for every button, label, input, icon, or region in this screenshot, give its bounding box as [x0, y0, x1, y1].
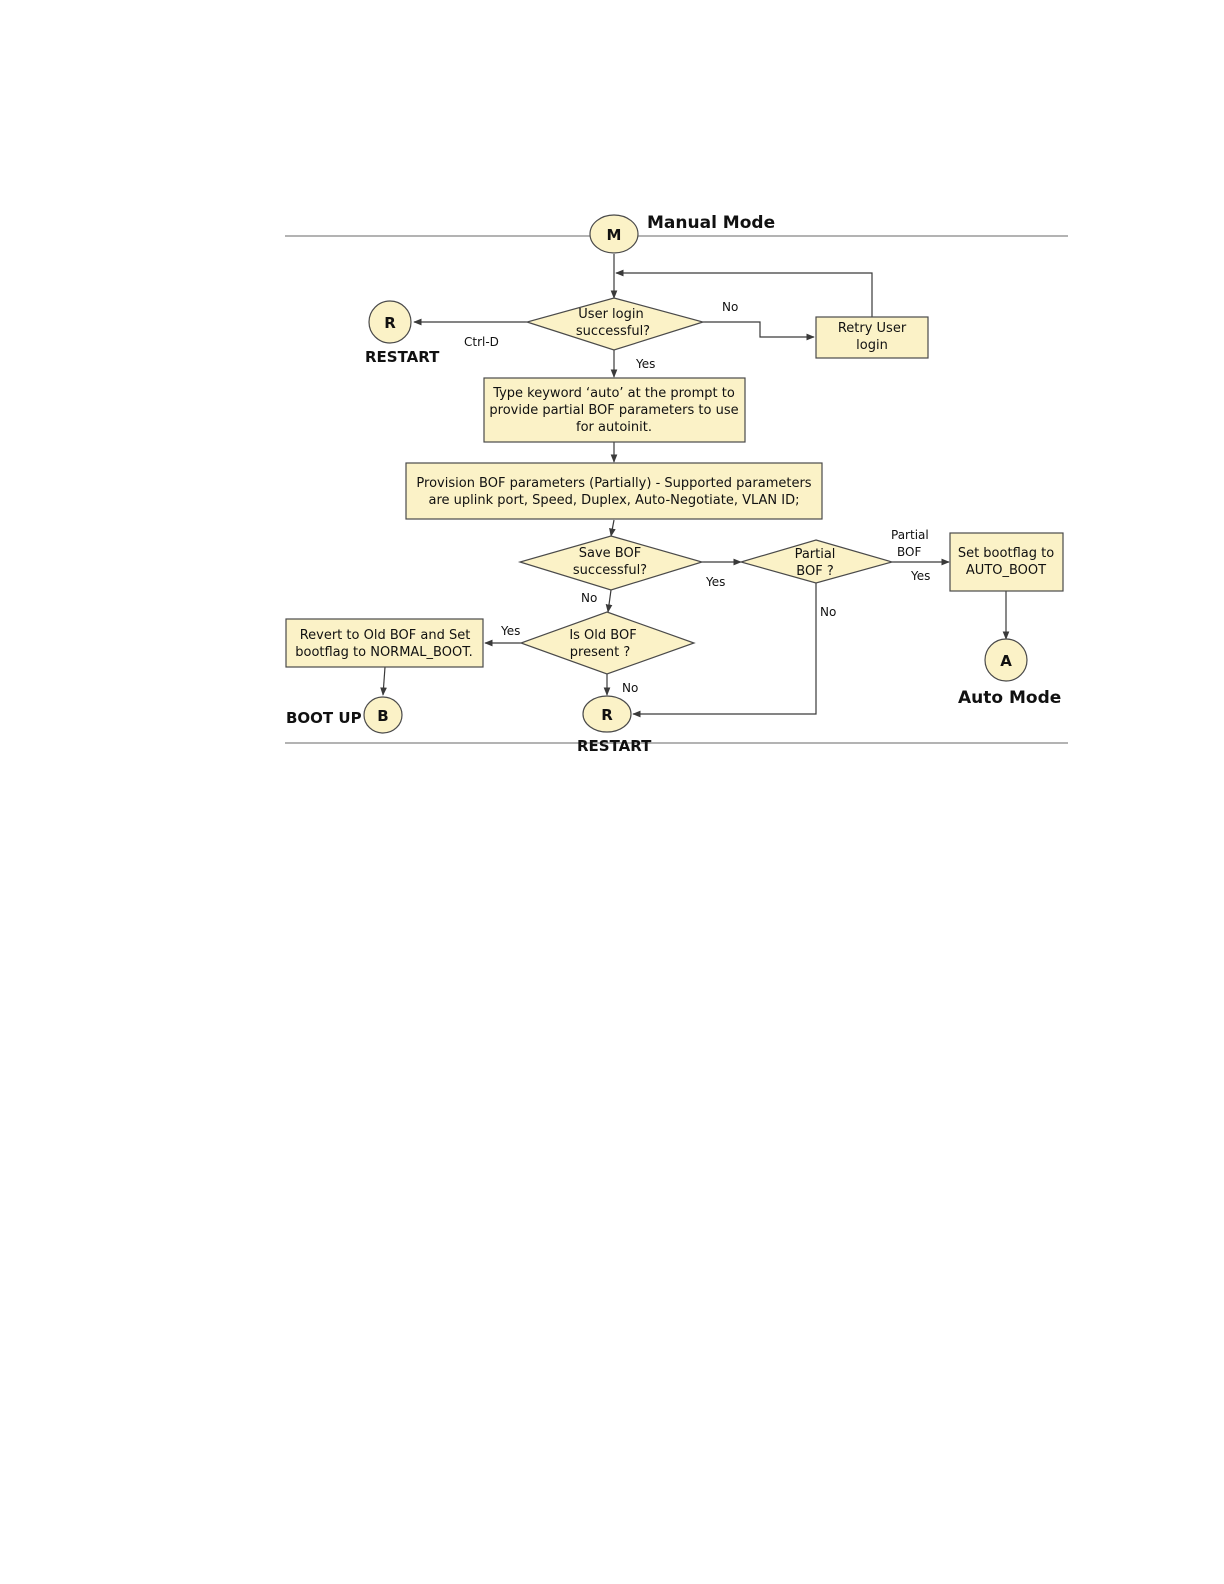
connector-r-bottom: R: [582, 695, 632, 733]
decision-login-line-2: successful?: [576, 324, 650, 339]
decision-old-bof: Is Old BOF present ?: [519, 611, 696, 675]
auto-mode-heading: Auto Mode: [958, 688, 1061, 708]
connector-r-left-label: R: [384, 314, 396, 332]
edge-save-no-to-old-bof: [605, 589, 613, 613]
connector-a: A: [984, 638, 1028, 682]
decision-old-bof-line-2: present ?: [570, 645, 630, 660]
label-login-no: No: [722, 300, 738, 314]
decision-save-bof: Save BOF successful?: [517, 535, 705, 591]
decision-partial-bof: Partial BOF ?: [738, 539, 895, 584]
connector-b: B: [363, 696, 403, 734]
label-partial-no: No: [820, 605, 836, 619]
connector-m-label: M: [607, 226, 622, 244]
connector-r-left: R: [368, 300, 412, 344]
edge-revert-to-b: [380, 666, 387, 696]
label-save-no: No: [581, 591, 597, 605]
label-ctrl-d: Ctrl-D: [464, 335, 499, 349]
decision-save-bof-line-1: Save BOF: [579, 546, 641, 561]
decision-partial-bof-line-1: Partial: [795, 547, 836, 562]
restart-left-heading: RESTART: [365, 348, 440, 366]
process-retry-login: Retry User login: [815, 316, 929, 359]
process-keyword-line-3: for autoinit.: [576, 420, 652, 435]
edge-login-no-to-retry: [703, 321, 815, 341]
process-revert-line-1: Revert to Old BOF and Set: [300, 628, 471, 643]
edge-retry-loop-back: [615, 269, 873, 317]
process-provision-line-2: are uplink port, Speed, Duplex, Auto-Neg…: [428, 493, 799, 508]
edge-partial-no-to-restart: [632, 583, 817, 718]
process-revert-old-bof: Revert to Old BOF and Set bootflag to NO…: [285, 618, 484, 668]
connector-b-label: B: [377, 707, 388, 725]
process-bootflag-line-2: AUTO_BOOT: [966, 563, 1046, 578]
process-provision-bof: Provision BOF parameters (Partially) - S…: [405, 462, 823, 520]
label-login-yes: Yes: [635, 357, 655, 371]
decision-partial-bof-line-2: BOF ?: [796, 564, 833, 579]
label-partial-yes: Yes: [910, 569, 930, 583]
decision-save-bof-line-2: successful?: [573, 563, 647, 578]
decision-login: User login successful?: [524, 297, 706, 351]
connector-m: M: [589, 214, 639, 254]
process-retry-line-2: login: [856, 338, 888, 353]
manual-mode-heading: Manual Mode: [647, 213, 775, 233]
decision-login-line-1: User login: [578, 307, 643, 322]
label-old-no: No: [622, 681, 638, 695]
process-set-bootflag: Set bootflag to AUTO_BOOT: [949, 532, 1064, 592]
process-provision-line-1: Provision BOF parameters (Partially) - S…: [416, 476, 811, 491]
process-bootflag-line-1: Set bootflag to: [958, 546, 1054, 561]
edge-provision-to-save: [609, 519, 616, 537]
process-keyword-line-2: provide partial BOF parameters to use: [489, 403, 738, 418]
process-revert-line-2: bootflag to NORMAL_BOOT.: [295, 645, 473, 660]
label-partial-bof-line-2: BOF: [897, 545, 921, 559]
label-save-yes: Yes: [705, 575, 725, 589]
restart-bottom-heading: RESTART: [577, 737, 652, 755]
label-partial-bof-line-1: Partial: [891, 528, 929, 542]
connector-a-label: A: [1000, 652, 1012, 670]
connector-r-bottom-label: R: [601, 706, 613, 724]
boot-up-heading: BOOT UP: [286, 709, 362, 727]
decision-old-bof-line-1: Is Old BOF: [569, 628, 636, 643]
edges: [380, 254, 1010, 718]
process-type-keyword: Type keyword ‘auto’ at the prompt to pro…: [483, 377, 746, 443]
process-keyword-line-1: Type keyword ‘auto’ at the prompt to: [492, 386, 735, 401]
process-retry-line-1: Retry User: [838, 321, 907, 336]
label-old-yes: Yes: [500, 624, 520, 638]
